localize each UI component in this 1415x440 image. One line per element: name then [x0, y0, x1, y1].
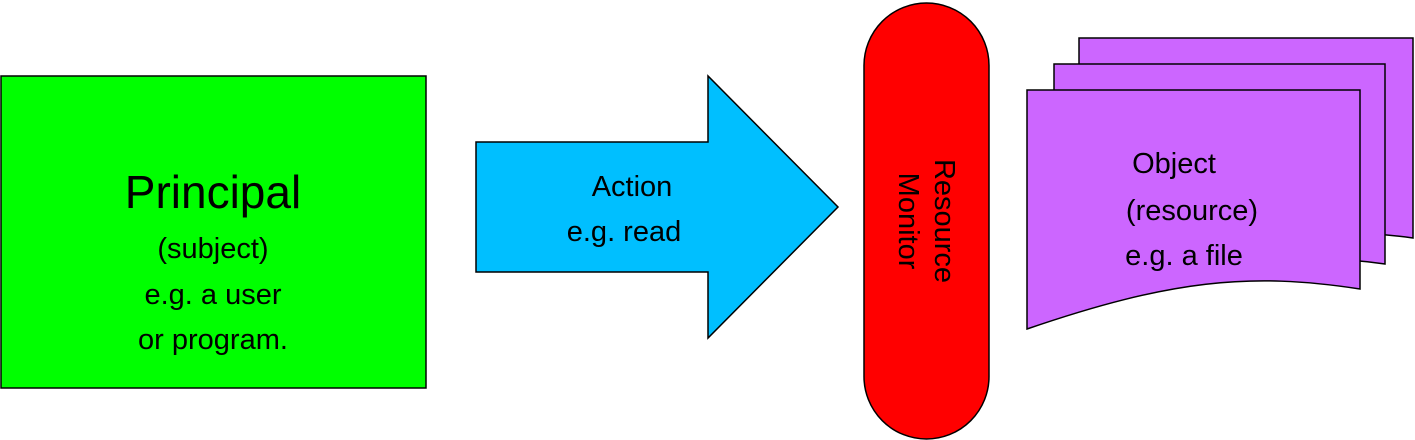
- resource-monitor-line-2: Monitor: [892, 173, 924, 270]
- object-subtitle: (resource): [1126, 195, 1258, 227]
- action-label: Action: [592, 171, 673, 203]
- principal-line-1: (subject): [157, 233, 268, 265]
- resource-monitor: Resource Monitor: [863, 2, 990, 440]
- object-document-stack: Object (resource) e.g. a file: [1026, 37, 1414, 331]
- principal-title: Principal: [125, 166, 301, 218]
- principal-box: Principal (subject) e.g. a user or progr…: [0, 75, 427, 389]
- resource-monitor-line-1: Resource: [928, 159, 960, 283]
- principal-box-shape: [0, 75, 427, 389]
- principal-line-3: or program.: [138, 324, 288, 356]
- action-arrow-shape: [475, 74, 840, 340]
- resource-monitor-shape: [863, 2, 990, 440]
- object-example: e.g. a file: [1125, 240, 1243, 272]
- action-arrow: Action e.g. read: [475, 74, 840, 340]
- document-front: [1026, 89, 1361, 331]
- object-label: Object: [1132, 148, 1216, 180]
- action-example: e.g. read: [567, 216, 681, 248]
- principal-line-2: e.g. a user: [144, 279, 281, 311]
